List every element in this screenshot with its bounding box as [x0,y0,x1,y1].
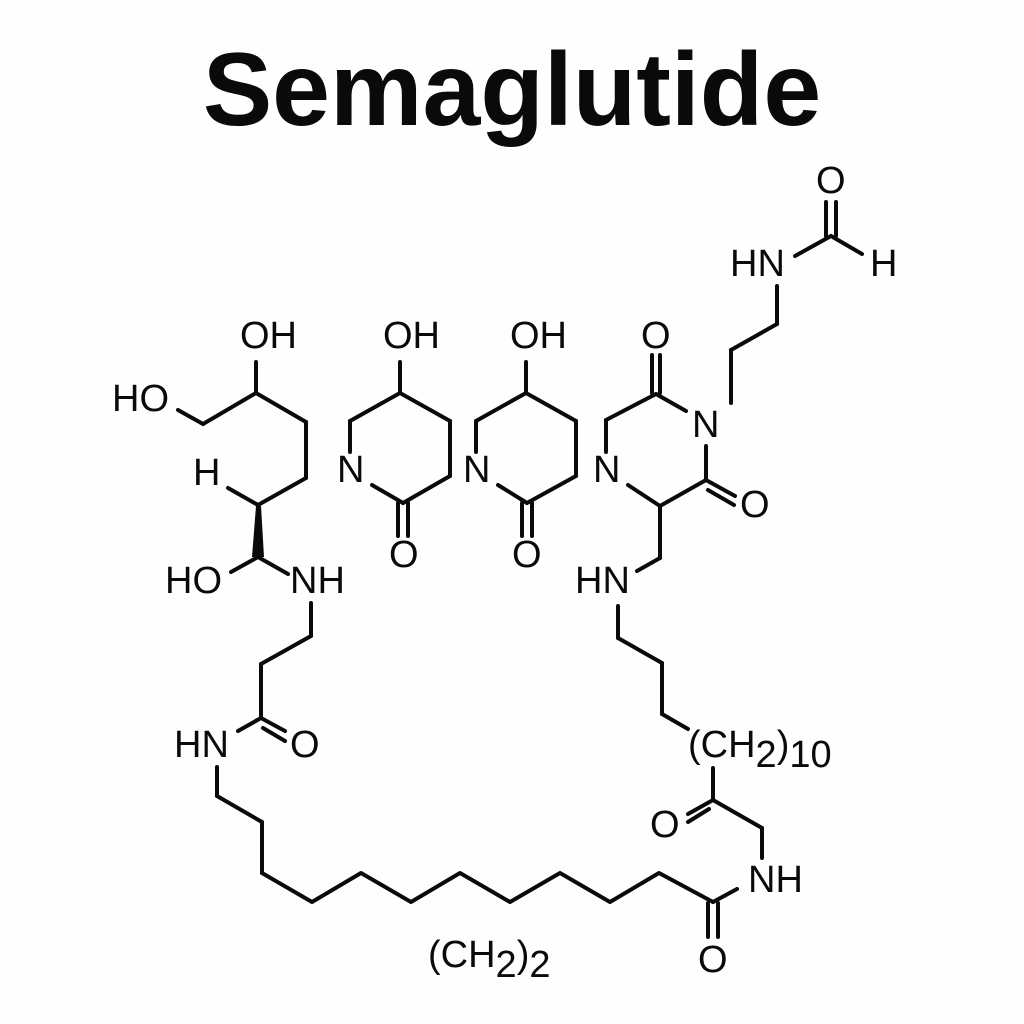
atom-label: N [463,449,490,491]
atom-label: O [650,804,680,846]
right-alkyl-linker [616,604,764,904]
bottom-alkyl-linker [215,765,720,939]
atom-label: OH [383,315,440,357]
atom-label: N [593,449,620,491]
diketopiperazine-ring [604,200,864,573]
atom-label: OH [510,315,567,357]
atom-label: O [816,160,846,202]
piperidinone-ring-2 [474,360,578,538]
atom-label: HO [112,378,169,420]
atom-label: HN [575,560,630,602]
atom-label: HO [165,560,222,602]
atom-label: O [389,534,419,576]
atom-label: O [641,315,671,357]
diol-side-chain [176,360,313,743]
ch2-10-label: (CH2)10 [688,724,832,776]
atom-label: H [193,452,220,494]
atom-label: O [698,939,728,981]
atom-label: HN [730,243,785,285]
atom-label: NH [748,859,803,901]
atom-label: N [692,404,719,446]
ch2-2-label: (CH2)2 [428,934,550,986]
page-title: Semaglutide [202,32,822,148]
atom-label: O [290,724,320,766]
atom-label: OH [240,315,297,357]
atom-label: NH [290,560,345,602]
piperidinone-ring-1 [348,360,452,538]
atom-label: H [870,243,897,285]
atom-label: HN [174,724,229,766]
atom-label: O [740,484,770,526]
atom-label: N [337,449,364,491]
atom-label: O [512,534,542,576]
stereo-wedge [252,506,264,557]
